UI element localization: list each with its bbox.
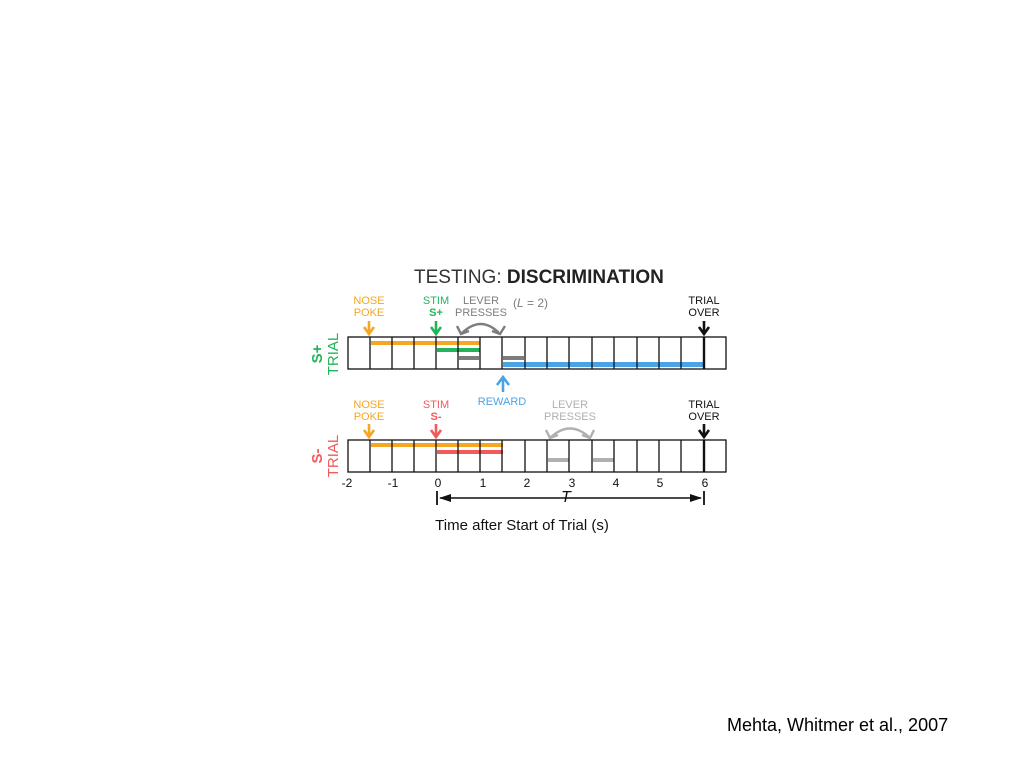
tick-label: 4: [613, 476, 620, 490]
up-arrow-icon: [495, 374, 511, 392]
s-minus-trial-over-annotation: TRIAL OVER: [688, 399, 720, 440]
down-arrow-icon: [697, 321, 711, 337]
down-arrow-icon: [429, 321, 443, 337]
right-arrowhead-icon: [690, 494, 702, 502]
tick-label: 6: [702, 476, 709, 490]
tick-label: -1: [388, 476, 399, 490]
s-plus-timeline-cells: [347, 336, 727, 370]
lever-label-line1: LEVER: [463, 295, 499, 307]
arrowhead-left-icon: [544, 429, 559, 440]
down-arrow-icon: [362, 424, 376, 440]
s-plus-nose-poke-bar: [371, 341, 437, 345]
nose-poke-label-line2: POKE: [354, 411, 385, 423]
s-minus-stim-bar: [437, 450, 503, 454]
s-plus-lever-press-bar-2: [503, 356, 524, 360]
s-minus-lever-annotation: LEVER PRESSES: [544, 399, 596, 440]
trial-over-label-line2: OVER: [688, 307, 719, 319]
x-axis-label: Time after Start of Trial (s): [435, 517, 609, 534]
s-plus-label: S+: [309, 344, 326, 363]
tick-label: 3: [569, 476, 576, 490]
s-plus-trial: S+ TRIAL NOSE POKE STIM S+ LEVER PRESSES…: [309, 295, 727, 408]
period-label: T: [561, 489, 572, 506]
double-arrow-icon: [461, 322, 500, 334]
down-arrow-icon: [697, 424, 711, 440]
arrowhead-right-icon: [491, 325, 507, 336]
down-arrow-icon: [429, 424, 443, 440]
s-plus-reward-annotation: REWARD: [478, 374, 527, 408]
reward-label: REWARD: [478, 396, 527, 408]
s-minus-nose-poke-bar: [371, 443, 503, 447]
stim-label-line2: S+: [429, 307, 443, 319]
left-arrowhead-icon: [439, 494, 451, 502]
down-arrow-icon: [362, 321, 376, 337]
lever-label-line2: PRESSES: [455, 307, 507, 319]
nose-poke-label-line1: NOSE: [353, 295, 384, 307]
arrowhead-right-icon: [581, 429, 596, 440]
s-plus-stim-annotation: STIM S+: [423, 295, 449, 337]
tick-label: 1: [480, 476, 487, 490]
tick-label: -2: [342, 476, 353, 490]
s-plus-trial-label: TRIAL: [325, 333, 342, 376]
stim-label-line2: S-: [431, 411, 442, 423]
lever-label-line2: PRESSES: [544, 411, 596, 423]
trial-over-label-line1: TRIAL: [688, 295, 719, 307]
stim-label-line1: STIM: [423, 295, 449, 307]
s-minus-trial-label: TRIAL: [325, 435, 342, 478]
diagram-title: TESTING: DISCRIMINATION: [414, 267, 664, 288]
s-plus-trial-over-annotation: TRIAL OVER: [688, 295, 720, 337]
trial-over-label-line2: OVER: [688, 411, 719, 423]
arrowhead-left-icon: [455, 325, 470, 336]
period-bracket: T: [436, 489, 705, 506]
s-minus-nose-poke-annotation: NOSE POKE: [353, 399, 385, 440]
s-plus-reward-bar: [503, 362, 703, 367]
s-plus-row-label: S+ TRIAL: [309, 333, 342, 376]
citation: Mehta, Whitmer et al., 2007: [727, 715, 949, 735]
lever-count-note: (L = 2): [513, 296, 548, 310]
s-minus-timeline-cells: [347, 439, 727, 473]
s-plus-lever-press-bar-1: [459, 356, 479, 360]
s-minus-stim-annotation: STIM S-: [423, 399, 449, 440]
tick-label: 2: [524, 476, 531, 490]
s-minus-label: S-: [309, 448, 326, 463]
trial-over-label-line1: TRIAL: [688, 399, 719, 411]
stim-label-line1: STIM: [423, 399, 449, 411]
nose-poke-label-line1: NOSE: [353, 399, 384, 411]
s-minus-lever-press-bar-1: [548, 458, 569, 462]
double-arrow-icon: [550, 427, 590, 438]
lever-label-line1: LEVER: [552, 399, 588, 411]
tick-label: 5: [657, 476, 664, 490]
tick-label: 0: [435, 476, 442, 490]
s-minus-lever-press-bar-2: [593, 458, 614, 462]
s-plus-nose-poke-annotation: NOSE POKE: [353, 295, 385, 337]
s-minus-trial: S- TRIAL NOSE POKE STIM S- LEVER PRESSES…: [309, 399, 727, 478]
s-plus-lever-annotation: LEVER PRESSES (L = 2): [455, 295, 548, 336]
nose-poke-label-line2: POKE: [354, 307, 385, 319]
time-axis: -2 -1 0 1 2 3 4 5 6: [342, 476, 709, 490]
s-minus-row-label: S- TRIAL: [309, 435, 342, 478]
